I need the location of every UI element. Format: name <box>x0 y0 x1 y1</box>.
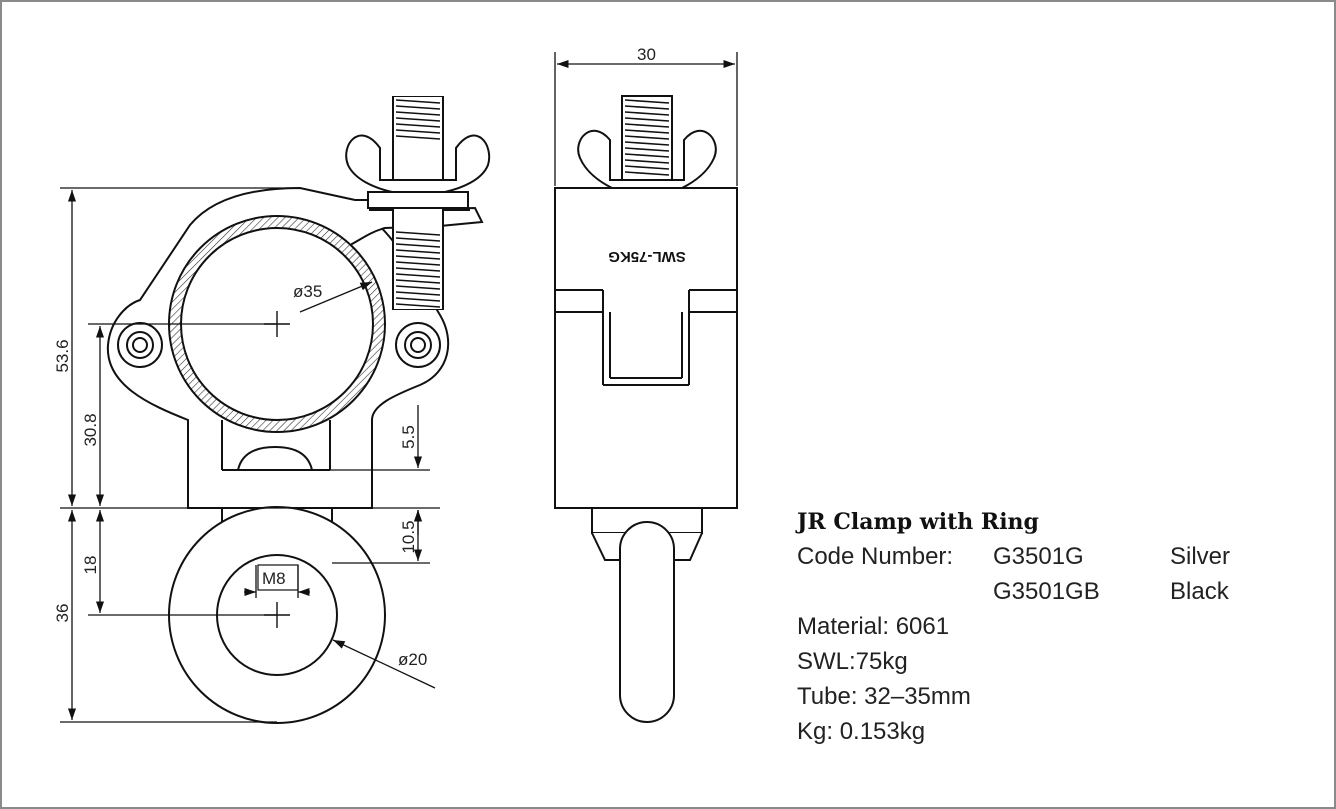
dim-dia-35: ø35 <box>293 282 322 301</box>
code-value: G3501GB <box>993 578 1100 605</box>
thread-line <box>395 261 441 266</box>
thread-line <box>395 303 441 308</box>
thread-line <box>395 273 441 278</box>
side-ring <box>619 521 675 723</box>
thread-line <box>395 237 441 242</box>
side-wing-nut <box>577 129 717 189</box>
thread-line <box>395 117 441 122</box>
thread-line <box>624 123 670 128</box>
thread-line <box>395 135 441 140</box>
front-view <box>106 96 491 724</box>
tube-row: Tube: 32–35mm <box>797 679 1317 714</box>
swl-text: SWL:75kg <box>797 648 908 675</box>
thread-line <box>624 105 670 110</box>
thread-line <box>395 231 441 236</box>
thread-line <box>395 249 441 254</box>
thread-line <box>624 135 670 140</box>
thread-line <box>624 153 670 158</box>
thread-line <box>624 117 670 122</box>
weight-row: Kg: 0.153kg <box>797 714 1317 749</box>
thread-line <box>395 291 441 296</box>
thread-line <box>624 159 670 164</box>
swl-marking: SWL-75KG <box>608 248 686 265</box>
thread-line <box>395 267 441 272</box>
material-row: Material: 6061 <box>797 609 1317 644</box>
thread-line <box>624 147 670 152</box>
right-pivot <box>395 322 441 368</box>
dim-width-30: 30 <box>637 45 656 64</box>
dim-m8: M8 <box>262 569 286 588</box>
clamp-body <box>106 186 450 509</box>
thread-line <box>624 141 670 146</box>
code-row-2: G3501GB Black <box>797 574 1317 609</box>
dim-18: 18 <box>81 556 100 575</box>
dim-30-8: 30.8 <box>81 413 100 446</box>
material-text: Material: 6061 <box>797 613 950 640</box>
thread-line <box>395 297 441 302</box>
code-label: Code Number: <box>797 543 954 570</box>
thread-line <box>395 243 441 248</box>
dim-5-5: 5.5 <box>399 425 418 449</box>
left-pivot <box>117 322 163 368</box>
code-value: G3501G <box>993 543 1084 570</box>
bolt-thread-lines <box>395 99 441 308</box>
dim-dia-20: ø20 <box>398 650 427 669</box>
thread-line <box>395 123 441 128</box>
thread-line <box>395 279 441 284</box>
thread-line <box>395 105 441 110</box>
thread-line <box>624 111 670 116</box>
thread-line <box>395 285 441 290</box>
thread-line <box>395 129 441 134</box>
thread-line <box>395 99 441 104</box>
weight-text: Kg: 0.153kg <box>797 718 926 745</box>
thread-line <box>395 111 441 116</box>
swl-row: SWL:75kg <box>797 644 1317 679</box>
side-body <box>554 187 738 509</box>
thread-line <box>624 165 670 170</box>
code-row-1: Code Number: G3501G Silver <box>797 539 1317 574</box>
dim-36: 36 <box>53 604 72 623</box>
thread-line <box>624 99 670 104</box>
side-view <box>554 95 738 723</box>
thread-line <box>624 129 670 134</box>
thread-line <box>624 171 670 176</box>
dim-10-5: 10.5 <box>399 520 418 553</box>
color-value: Black <box>1170 578 1229 605</box>
tube-text: Tube: 32–35mm <box>797 683 971 710</box>
product-title: JR Clamp with Ring <box>797 509 1039 535</box>
spec-block: JR Clamp with Ring Code Number: G3501G S… <box>797 505 1317 749</box>
dim-53-6: 53.6 <box>53 339 72 372</box>
thread-line <box>395 255 441 260</box>
clamp-saddle <box>237 445 313 471</box>
color-value: Silver <box>1170 543 1231 570</box>
